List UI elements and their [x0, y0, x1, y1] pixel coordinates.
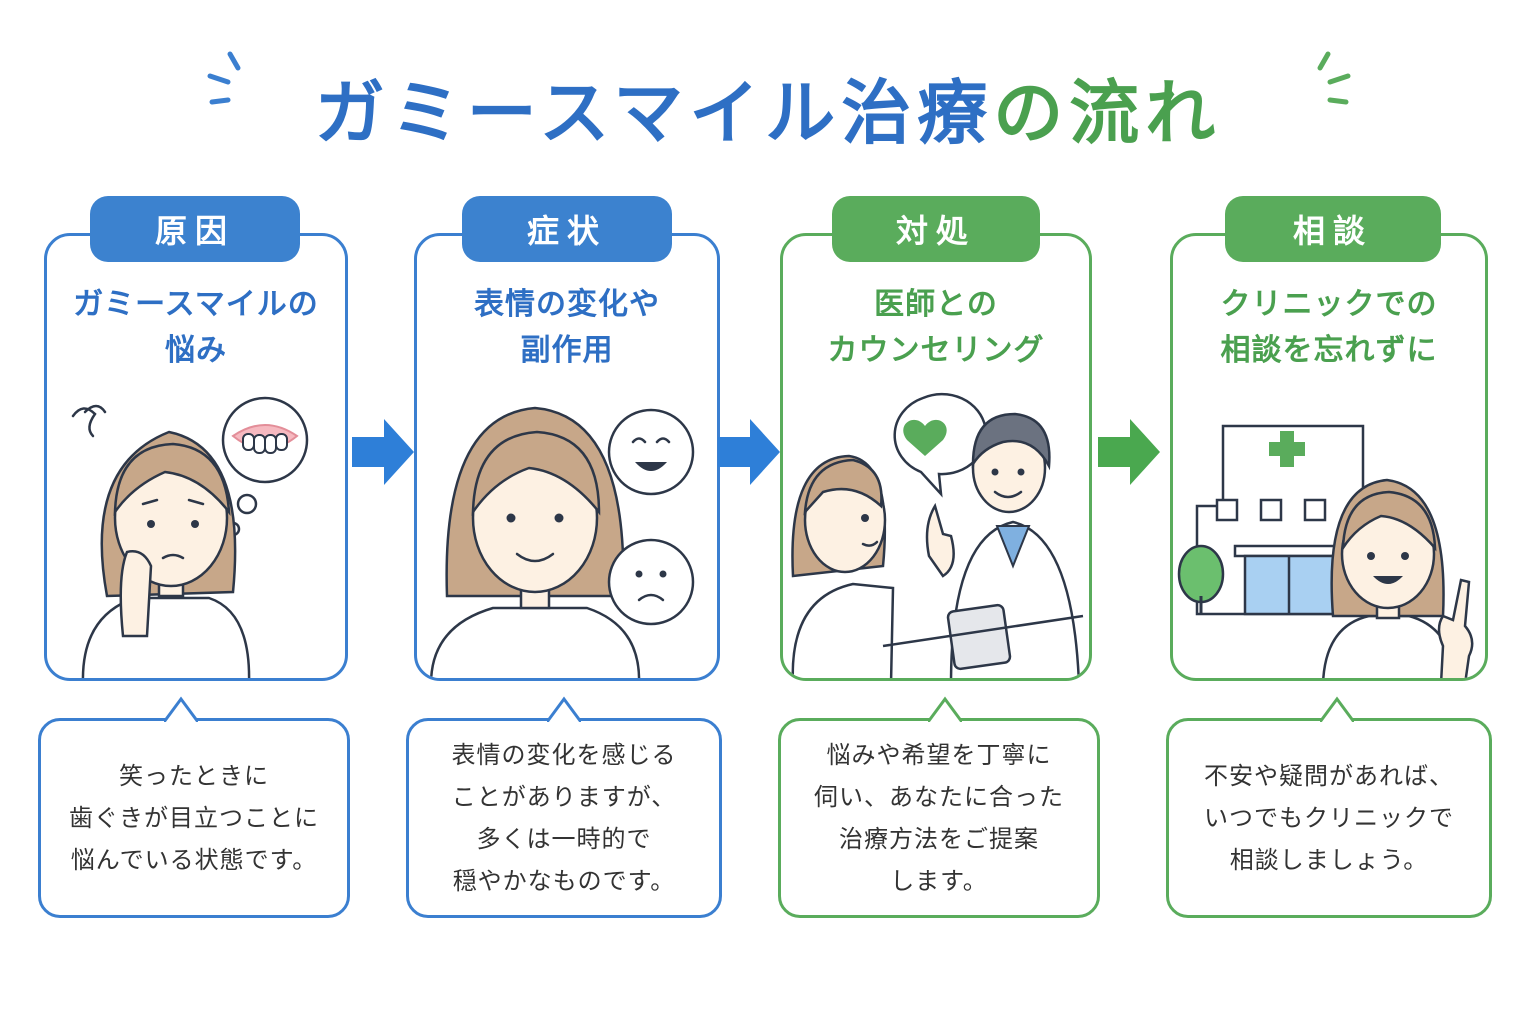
- step-1-badge: 原因: [90, 196, 300, 262]
- arrow-right-icon: [1098, 419, 1160, 485]
- patient-icon: [791, 454, 895, 678]
- bubble-pointer: [164, 696, 198, 722]
- step-3-badge: 対処: [832, 196, 1040, 262]
- smiling-woman-icon: [430, 406, 695, 678]
- sparkle-left-icon: [207, 51, 241, 105]
- step-4-description: 不安や疑問があれば、 いつでもクリニックで 相談しましょう。: [1166, 718, 1492, 918]
- worried-woman-icon: [71, 396, 309, 678]
- step-2-card: 表情の変化や 副作用: [414, 233, 720, 681]
- sad-face-icon: [607, 538, 695, 626]
- step-1-description-text: 笑ったときに 歯ぐきが目立つことに 悩んでいる状態です。: [69, 762, 319, 874]
- step-2-badge: 症状: [462, 196, 672, 262]
- pointing-woman-icon: [1322, 478, 1474, 678]
- step-3-card: 医師との カウンセリング: [780, 233, 1092, 681]
- step-1-heading: ガミースマイルの 悩み: [47, 282, 345, 374]
- step-1-card: ガミースマイルの 悩み: [44, 233, 348, 681]
- step-4-card: クリニックでの 相談を忘れずに: [1170, 233, 1488, 681]
- bubble-pointer: [1320, 696, 1354, 722]
- step-2-heading-line-2: 副作用: [520, 333, 614, 368]
- hospital-icon: [1195, 424, 1365, 616]
- clinic-scene-icon: [1177, 424, 1474, 678]
- doctor-icon: [925, 412, 1080, 678]
- page-title: ガミースマイル治療の流れ: [0, 58, 1536, 168]
- step-2-heading: 表情の変化や 副作用: [417, 282, 717, 374]
- step-1-heading-line-1: ガミースマイルの: [73, 287, 319, 322]
- step-2-heading-line-1: 表情の変化や: [474, 287, 660, 322]
- heart-speech-icon: [893, 392, 988, 498]
- step-2-description-text: 表情の変化を感じる ことがありますが、 多くは一時的で 穏やかなものです。: [451, 741, 677, 895]
- step-3-heading-line-2: カウンセリング: [827, 333, 1045, 368]
- title-accent: の流れ: [993, 72, 1222, 154]
- step-1-heading-line-2: 悩み: [165, 333, 227, 368]
- step-4-description-text: 不安や疑問があれば、 いつでもクリニックで 相談しましょう。: [1204, 762, 1454, 874]
- step-4-heading-line-1: クリニックでの: [1220, 287, 1438, 322]
- tree-icon: [1177, 544, 1225, 614]
- bubble-pointer: [928, 696, 962, 722]
- step-2-description: 表情の変化を感じる ことがありますが、 多くは一時的で 穏やかなものです。: [406, 718, 722, 918]
- step-4-heading-line-2: 相談を忘れずに: [1220, 333, 1438, 368]
- step-3-heading-line-1: 医師との: [874, 287, 998, 322]
- sparkle-right-icon: [1317, 51, 1351, 105]
- arrow-right-icon: [352, 419, 414, 485]
- step-3-description: 悩みや希望を丁寧に 伺い、あなたに合った 治療方法をご提案 します。: [778, 718, 1100, 918]
- counseling-scene-icon: [791, 392, 1084, 678]
- teeth-thought-icon: [221, 396, 309, 537]
- bubble-pointer: [547, 696, 581, 722]
- step-4-badge: 相談: [1225, 196, 1441, 262]
- step-4-heading: クリニックでの 相談を忘れずに: [1173, 282, 1485, 374]
- step-1-description: 笑ったときに 歯ぐきが目立つことに 悩んでいる状態です。: [38, 718, 350, 918]
- happy-face-icon: [607, 408, 695, 496]
- title-main: ガミースマイル治療: [314, 72, 994, 154]
- arrow-right-icon: [718, 419, 780, 485]
- step-3-heading: 医師との カウンセリング: [783, 282, 1089, 374]
- step-3-description-text: 悩みや希望を丁寧に 伺い、あなたに合った 治療方法をご提案 します。: [814, 741, 1064, 895]
